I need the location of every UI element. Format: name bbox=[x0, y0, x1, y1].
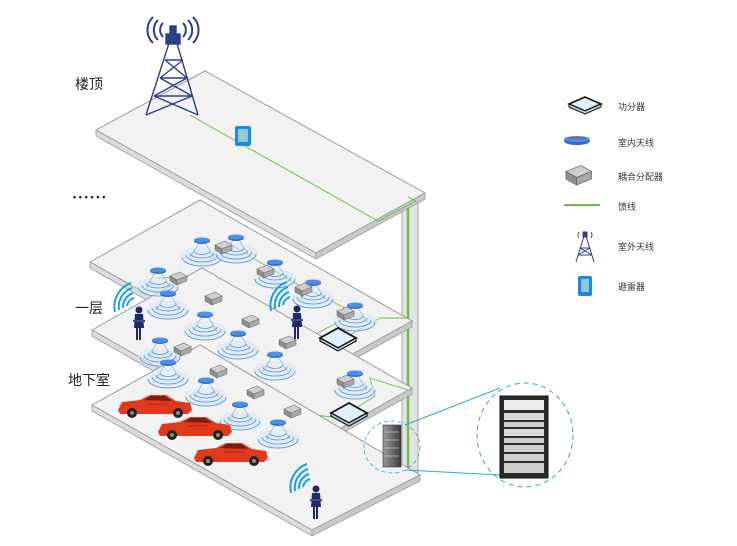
floor-label-basement: 地下室 bbox=[68, 373, 110, 389]
legend-label: 室外天线 bbox=[618, 243, 655, 253]
equipment-rack-small bbox=[363, 420, 421, 474]
floor-label-roof: 楼顶 bbox=[75, 77, 103, 93]
floor-label-ellipsis: ······ bbox=[72, 190, 108, 206]
legend-label: 耦合分配器 bbox=[618, 173, 664, 183]
legend-label: 室内天线 bbox=[618, 139, 655, 149]
power-splitter-icon bbox=[567, 96, 603, 115]
floor-label-floor-1: 一层 bbox=[75, 301, 103, 317]
legend-label: 避雷器 bbox=[618, 283, 646, 293]
legend-item-power-splitter: 功分器 bbox=[560, 92, 710, 122]
rack-callout bbox=[404, 382, 574, 488]
legend-item-coupler: 耦合分配器 bbox=[560, 162, 710, 192]
legend-item-lightning-arrester: 避雷器 bbox=[560, 272, 710, 302]
lightning-arrester-icon bbox=[235, 126, 251, 146]
indoor-antenna-icon bbox=[564, 136, 590, 145]
coupler-icon bbox=[564, 165, 593, 186]
outdoor-antenna-icon bbox=[575, 231, 595, 263]
feeder-line-icon bbox=[564, 204, 600, 206]
legend-item-indoor-antenna: 室内天线 bbox=[560, 128, 710, 158]
floor-roof bbox=[94, 70, 427, 260]
legend-label: 馈线 bbox=[618, 203, 637, 213]
floor-ground bbox=[90, 344, 422, 537]
legend-item-feeder: 馈线 bbox=[560, 192, 710, 222]
building-pillar bbox=[401, 199, 419, 476]
legend-item-outdoor-antenna: 室外天线 bbox=[560, 228, 710, 268]
lightning-arrester-icon bbox=[578, 276, 592, 296]
legend-label: 功分器 bbox=[618, 103, 646, 113]
outdoor-antenna-tower-icon bbox=[145, 16, 200, 116]
